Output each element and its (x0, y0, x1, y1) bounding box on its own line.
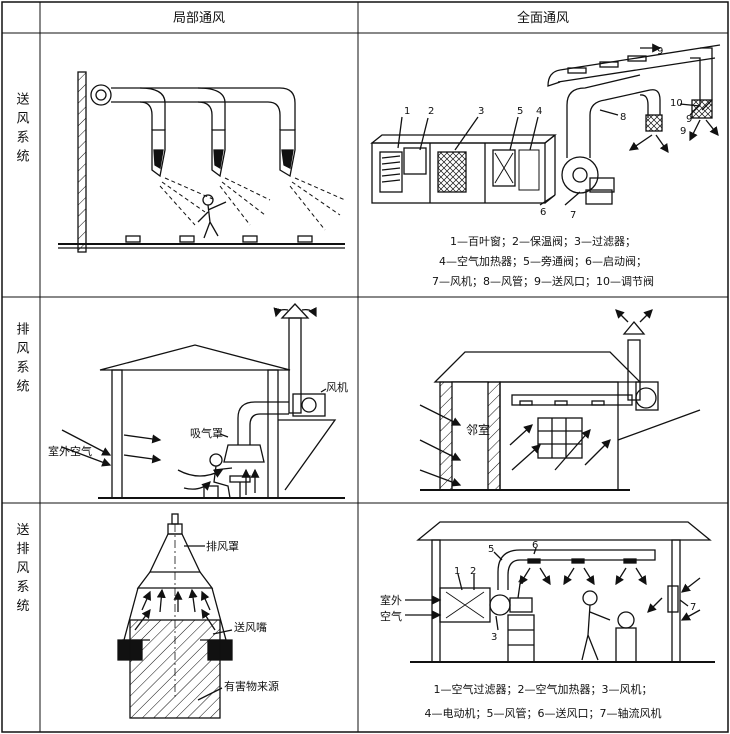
label-exhaust-hood: 排风罩 (206, 539, 239, 553)
general-supply-diagram (370, 43, 721, 206)
callout-9c: 9 (680, 126, 686, 137)
general-supply-exhaust-legend-2: 4—电动机；5—风管；6—送风口；7—轴流风机 (425, 706, 662, 720)
local-exhaust-diagram (61, 303, 345, 499)
callout-10: 10 (670, 98, 683, 109)
label-outdoor-air: 室外空气 (48, 444, 92, 458)
general-exhaust-diagram (419, 309, 701, 491)
callout-1b: 1 (454, 566, 460, 577)
general-supply-exhaust-labels: 5 6 1 2 4 3 7 (454, 540, 696, 643)
callout-9a: 9 (657, 46, 663, 57)
local-supply-exhaust-diagram (117, 513, 233, 719)
header-local: 局部通风 (173, 11, 225, 26)
general-supply-labels: 1 2 3 5 4 9 8 10 9 9 6 7 (404, 46, 692, 221)
callout-2: 2 (428, 106, 434, 117)
label-outdoor-1: 室外 (380, 593, 402, 607)
callout-5b: 5 (488, 544, 494, 555)
general-supply-exhaust-legend-1: 1—空气过滤器；2—空气加热器；3—风机； (434, 682, 653, 696)
row-label-supply-exhaust: 送排风系统 (14, 523, 30, 618)
callout-7b: 7 (690, 602, 696, 613)
callout-6: 6 (540, 207, 546, 218)
callout-2b: 2 (470, 566, 476, 577)
callout-8: 8 (620, 112, 626, 123)
label-fan: 风机 (326, 380, 348, 394)
label-supply-nozzle: 送风嘴 (234, 620, 267, 634)
callout-3: 3 (478, 106, 484, 117)
callout-5: 5 (517, 106, 523, 117)
header-general: 全面通风 (517, 10, 569, 26)
label-neighbor-room: 邻室 (466, 422, 490, 437)
callout-7: 7 (570, 210, 576, 221)
row-label-exhaust: 排风系统 (14, 322, 30, 398)
callout-6b: 6 (532, 540, 538, 551)
label-outdoor-2: 空气 (380, 609, 402, 623)
callout-4: 4 (536, 106, 542, 117)
general-supply-legend-1: 1—百叶窗；2—保温阀；3—过滤器； (450, 234, 636, 248)
label-hazard-source: 有害物来源 (224, 679, 279, 693)
general-supply-legend-3: 7—风机；8—风管；9—送风口；10—调节阀 (432, 274, 654, 288)
row-label-supply: 送风系统 (14, 92, 30, 168)
callout-1: 1 (404, 106, 410, 117)
callout-4b: 4 (518, 576, 524, 587)
general-supply-legend-2: 4—空气加热器；5—旁通阀；6—启动阀； (439, 254, 647, 268)
callout-3b: 3 (491, 632, 497, 643)
label-hood: 吸气罩 (190, 426, 223, 440)
callout-9b: 9 (686, 114, 692, 125)
local-supply-diagram (58, 71, 346, 253)
general-supply-exhaust-diagram (405, 521, 715, 663)
